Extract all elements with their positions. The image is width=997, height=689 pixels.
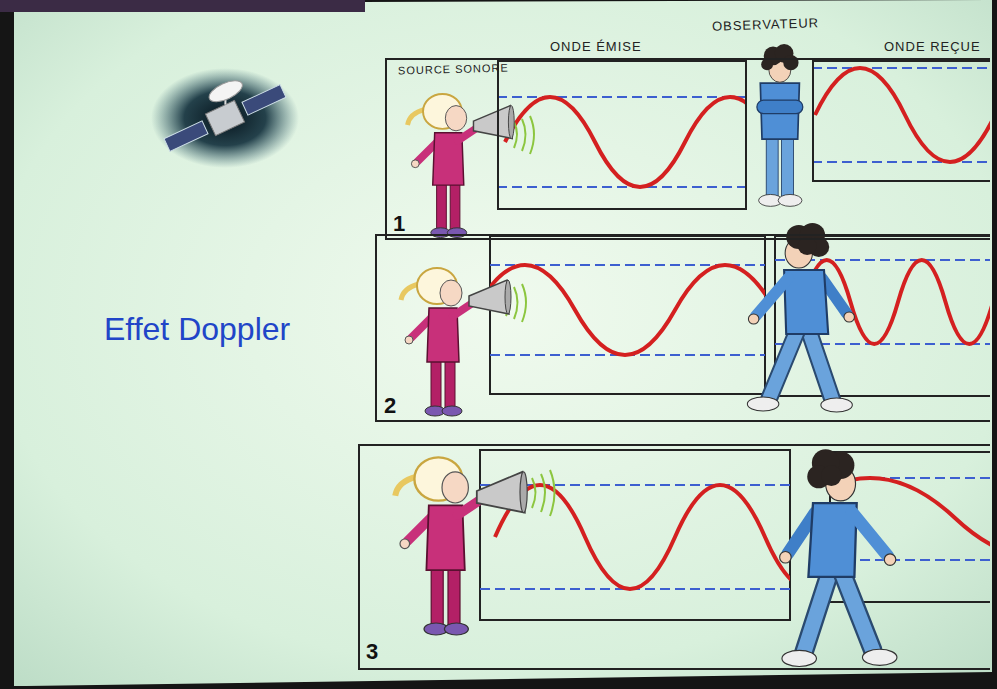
wave-box: ONDE ÉMISE	[497, 60, 747, 210]
scene-panel: 1 ONDE ÉMISE ONDE REÇUE	[385, 58, 990, 240]
sound-source-girl	[401, 268, 511, 416]
sine-wave	[505, 97, 747, 187]
sine-wave	[495, 485, 790, 589]
sound-arc	[522, 284, 526, 322]
wave-heading: ONDE REÇUE	[884, 40, 981, 55]
projected-slide	[14, 0, 992, 686]
sound-arc	[514, 287, 518, 319]
panel-number: 1	[393, 212, 405, 236]
emitted-wave-1	[497, 97, 747, 187]
received-wave-1	[812, 68, 990, 162]
slide-title: Effet Doppler	[104, 310, 290, 348]
scene-panel: 3	[358, 444, 990, 670]
wave-frame	[490, 236, 765, 394]
observer-boy	[757, 44, 803, 206]
emitted-wave-2	[490, 265, 765, 355]
amplitude-line	[812, 67, 990, 69]
observer-boy	[780, 449, 897, 666]
wave-heading: ONDE ÉMISE	[550, 40, 642, 55]
sound-arcs	[506, 116, 555, 516]
panel-number: 3	[366, 640, 378, 664]
satellite-body	[205, 100, 244, 135]
satellite-icon	[151, 62, 299, 168]
sound-arc	[530, 116, 534, 154]
sound-arc	[522, 119, 526, 151]
sine-wave	[803, 260, 990, 344]
photo-inset	[0, 0, 365, 12]
sound-arc	[532, 478, 536, 508]
amplitude-line	[812, 161, 990, 163]
solar-panel	[164, 121, 208, 151]
sine-wave	[490, 265, 765, 355]
solar-panel	[242, 85, 286, 115]
observer-boy	[747, 223, 854, 412]
sound-arc	[550, 470, 555, 516]
amplitude-line	[497, 96, 747, 98]
wave-box: ONDE REÇUE	[812, 60, 990, 182]
scene-panel: 2	[375, 234, 990, 422]
icon-glow	[151, 68, 299, 168]
wave-frame	[480, 450, 790, 620]
sine-wave	[815, 68, 990, 162]
sound-arc	[541, 474, 545, 512]
panel-number: 2	[384, 394, 396, 418]
antenna-dish	[206, 76, 245, 106]
sound-source-girl	[395, 457, 527, 635]
amplitude-line	[497, 186, 747, 188]
